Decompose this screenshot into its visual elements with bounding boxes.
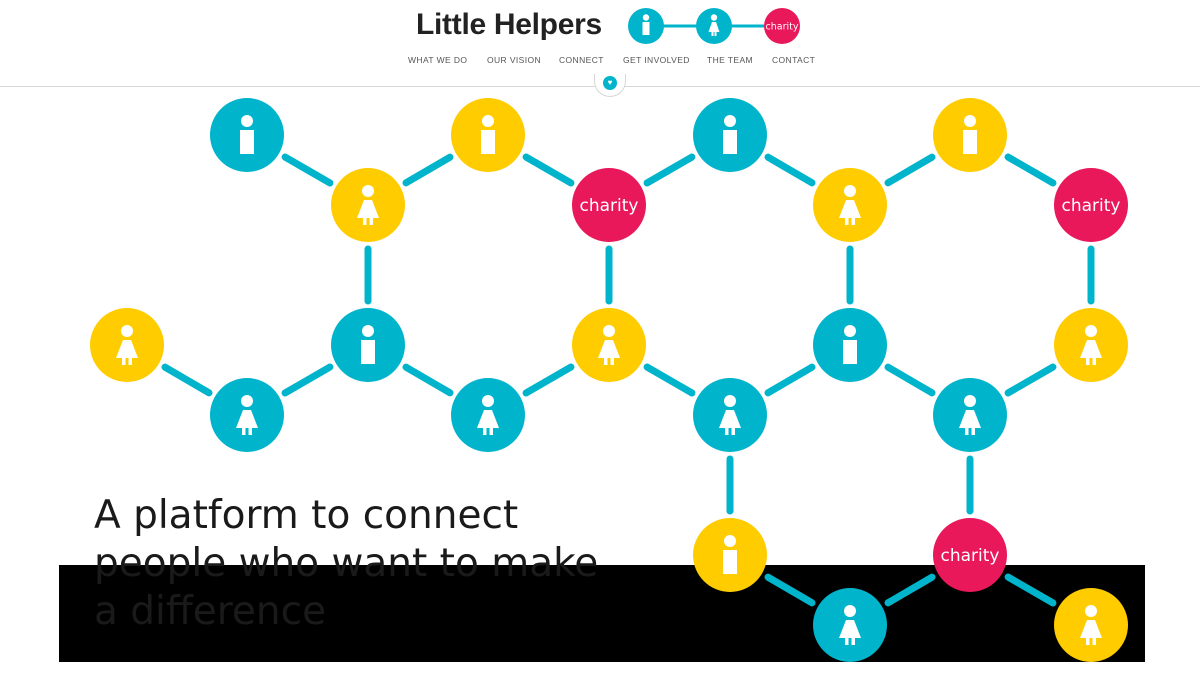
headline-line-1: A platform to connect [94, 493, 519, 538]
woman-node [210, 378, 284, 452]
connection-line [643, 363, 696, 397]
nav-get-involved[interactable]: GET INVOLVED [623, 55, 690, 65]
connection-line [1004, 363, 1057, 397]
hero-headline: A platform to connect people who want to… [94, 492, 598, 636]
svg-text:charity: charity [766, 22, 799, 33]
main-nav: WHAT WE DO OUR VISION CONNECT GET INVOLV… [0, 55, 1200, 69]
connection-line [281, 363, 334, 397]
logo-text: Little Helpers [416, 8, 602, 41]
nav-the-team[interactable]: THE TEAM [707, 55, 754, 65]
charity-label: charity [1062, 196, 1121, 216]
woman-node [90, 308, 164, 382]
charity-badge: charity [764, 8, 800, 44]
connection-line [643, 153, 696, 187]
nav-contact[interactable]: CONTACT [772, 55, 816, 65]
connection-line [764, 153, 816, 187]
site-header: Little Helpers charity WHAT WE DO [0, 0, 1200, 87]
woman-node [572, 308, 646, 382]
woman-node [813, 168, 887, 242]
man-icon [628, 8, 664, 44]
connection-line [1004, 573, 1057, 607]
woman-node [1054, 308, 1128, 382]
connection-line [522, 363, 575, 397]
charity-node: charity [572, 168, 646, 242]
man-node [331, 308, 405, 382]
connection-line [402, 153, 454, 187]
connection-line [884, 573, 936, 607]
headline-line-3: a difference [94, 589, 327, 634]
woman-node [813, 588, 887, 662]
man-node [933, 98, 1007, 172]
logo-network-icon: charity [628, 8, 800, 44]
connection-line [161, 363, 213, 397]
charity-node: charity [933, 518, 1007, 592]
woman-node [331, 168, 405, 242]
woman-node [693, 378, 767, 452]
man-node [210, 98, 284, 172]
man-node [451, 98, 525, 172]
charity-label: charity [941, 546, 1000, 566]
man-node [693, 98, 767, 172]
man-node [693, 518, 767, 592]
nav-what-we-do[interactable]: WHAT WE DO [408, 55, 468, 65]
connection-line [1004, 153, 1057, 187]
connection-line [522, 153, 575, 187]
connection-line [281, 153, 334, 187]
charity-node: charity [1054, 168, 1128, 242]
man-node [813, 308, 887, 382]
woman-icon [696, 8, 732, 44]
connection-line [884, 363, 936, 397]
woman-node [1054, 588, 1128, 662]
connection-line [764, 573, 816, 607]
menu-toggle-tab[interactable]: ♥ [594, 74, 626, 97]
headline-line-2: people who want to make [94, 541, 599, 586]
heart-icon: ♥ [603, 76, 617, 90]
charity-label: charity [580, 196, 639, 216]
nav-connect[interactable]: CONNECT [559, 55, 604, 65]
connection-line [402, 363, 454, 397]
woman-node [451, 378, 525, 452]
connection-line [884, 153, 936, 187]
nav-our-vision[interactable]: OUR VISION [487, 55, 542, 65]
woman-node [933, 378, 1007, 452]
connection-line [764, 363, 816, 397]
